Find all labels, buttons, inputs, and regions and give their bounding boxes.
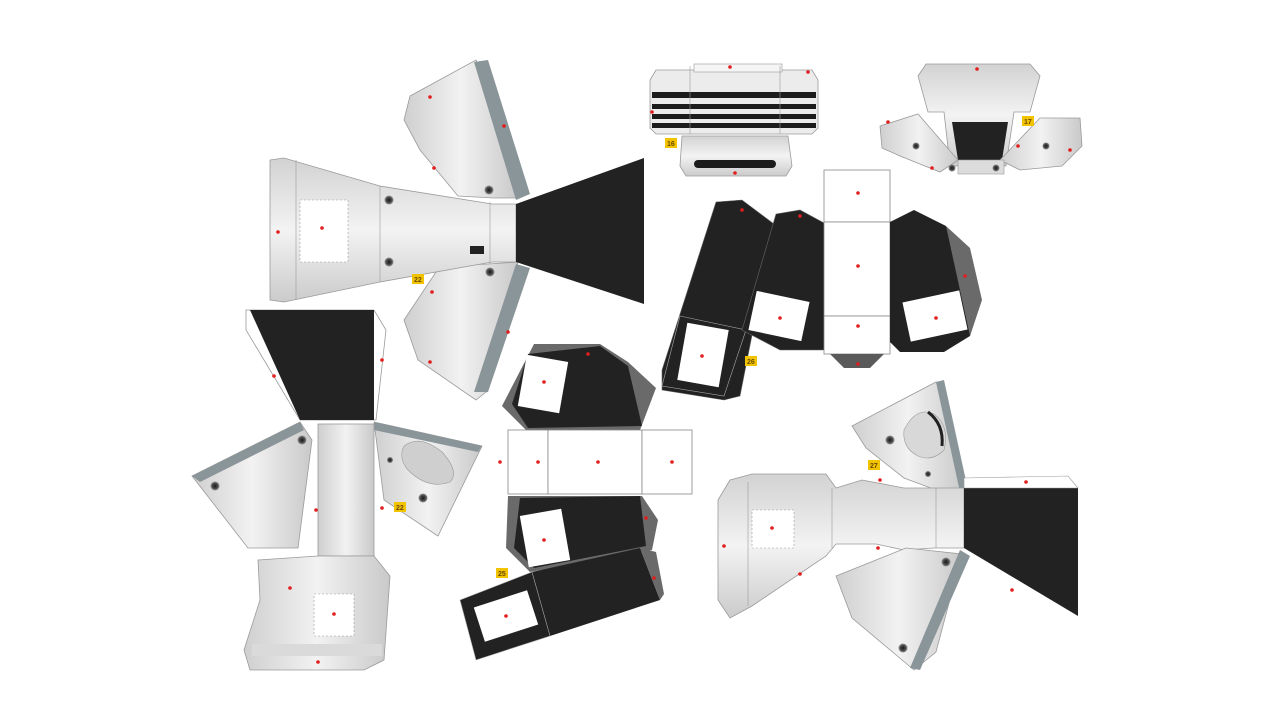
bolt-icon <box>1042 142 1050 150</box>
bolt-icon <box>418 493 428 503</box>
part-number-tag: 25 <box>496 568 508 578</box>
bolt-icon <box>992 164 1000 172</box>
bolt-icon <box>384 257 394 267</box>
bolt-icon <box>384 195 394 205</box>
bolt-icon <box>484 185 494 195</box>
part-center: 25 <box>459 344 693 661</box>
bolt-icon <box>948 164 956 172</box>
svg-text:22: 22 <box>396 505 404 512</box>
bolt-icon <box>885 435 895 445</box>
part-number-tag: 26 <box>745 356 757 366</box>
svg-text:27: 27 <box>870 463 878 470</box>
part-number-tag: 17 <box>1022 116 1034 126</box>
bolt-icon <box>925 471 931 477</box>
svg-text:25: 25 <box>498 571 506 578</box>
part-number-tag: 27 <box>868 460 880 470</box>
bolt-icon <box>941 557 951 567</box>
bolt-icon <box>297 435 307 445</box>
bolt-icon <box>912 142 920 150</box>
bolt-icon <box>898 643 908 653</box>
part-number-tag: 22 <box>394 502 406 512</box>
part-head-right: 27 <box>717 380 1079 671</box>
svg-text:17: 17 <box>1024 119 1032 126</box>
part-head-left: 22 <box>269 59 644 401</box>
part-top-left: 16 <box>649 63 819 177</box>
svg-text:16: 16 <box>667 141 675 148</box>
bolt-icon <box>210 481 220 491</box>
bolt-icon <box>485 267 495 277</box>
part-number-tag: 22 <box>412 274 424 284</box>
part-number-tag: 16 <box>665 138 677 148</box>
part-leg-left: 22 <box>191 309 483 671</box>
svg-text:22: 22 <box>414 277 422 284</box>
part-tower-right: 26 <box>661 169 982 401</box>
svg-text:26: 26 <box>747 359 755 366</box>
bolt-icon <box>387 457 393 463</box>
part-top-right: 17 <box>879 63 1083 175</box>
